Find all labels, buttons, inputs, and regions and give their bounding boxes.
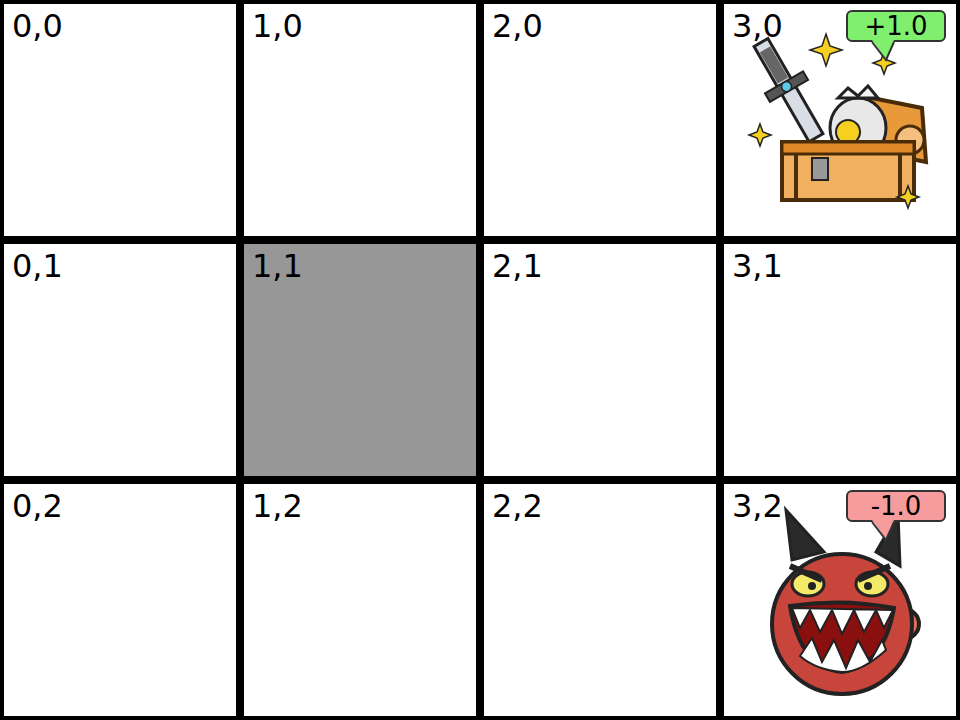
cell-coordinate: 0,0 [12,10,63,42]
cell-coordinate: 1,1 [252,250,303,282]
cell-coordinate: 1,2 [252,490,303,522]
cell-coordinate: 0,1 [12,250,63,282]
bubble-tail [872,40,902,64]
bubble-tail [872,520,902,544]
grid-cell: 3,0 +1.0 [724,4,956,236]
grid-cell: 3,1 [724,244,956,476]
reward-bubble: +1.0 [846,10,946,42]
grid-cell: 2,1 [484,244,716,476]
cell-coordinate: 3,0 [732,10,783,42]
cell-coordinate: 3,1 [732,250,783,282]
reward-value: -1.0 [871,493,922,519]
monster [772,510,919,694]
cell-coordinate: 2,0 [492,10,543,42]
grid-cell: 1,1 [244,244,476,476]
bubble-tail-fill [872,40,894,60]
grid-cell: 2,2 [484,484,716,716]
cell-grounds [4,4,956,716]
bubble-tail-outline [872,522,894,540]
treasure-chest [742,31,926,208]
cell-coordinate: 2,2 [492,490,543,522]
cell-coordinate: 2,1 [492,250,543,282]
grid-cell: 1,0 [244,4,476,236]
grid-cell: 0,0 [4,4,236,236]
bubble-tail-outline [872,42,894,60]
grid-cell: 0,2 [4,484,236,716]
reward-value: +1.0 [864,13,927,39]
cell-coordinate: 1,0 [252,10,303,42]
grid-cell: 1,2 [244,484,476,716]
cell-coordinate: 3,2 [732,490,783,522]
grid-cell: 0,1 [4,244,236,476]
bubble-tail-fill [872,520,894,540]
grid-cell: 3,2 -1.0 [724,484,956,716]
reward-bubble: -1.0 [846,490,946,522]
wall-cell [244,244,476,476]
cell-coordinate: 0,2 [12,490,63,522]
grid-cell: 2,0 [484,4,716,236]
